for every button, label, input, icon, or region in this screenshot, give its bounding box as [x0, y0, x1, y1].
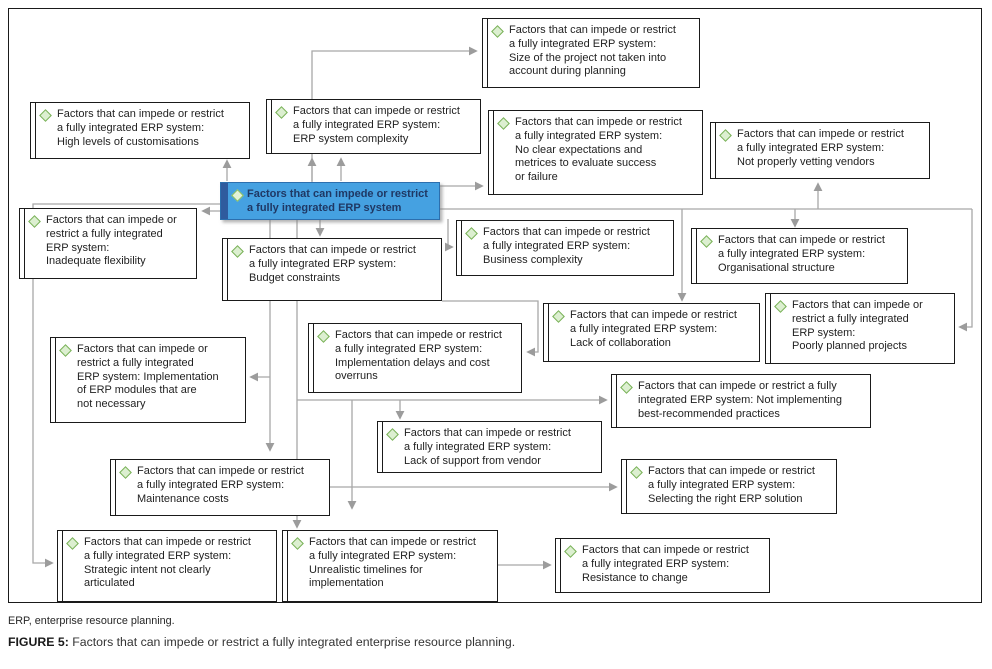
- green-diamond-icon: [231, 189, 244, 202]
- node-label: Factors that can impede or restrict a fu…: [718, 234, 885, 274]
- node-unnecessary-erp-modules: Factors that can impede or restrict a fu…: [50, 337, 246, 423]
- node-label: Factors that can impede or restrict a fu…: [509, 24, 676, 78]
- node-label: Factors that can impede or restrict a fu…: [404, 427, 571, 467]
- green-diamond-icon: [774, 299, 787, 313]
- node-implementation-delays: Factors that can impede or restrict a fu…: [308, 323, 522, 393]
- green-diamond-icon: [275, 105, 288, 119]
- green-diamond-icon: [28, 214, 41, 228]
- node-strategic-intent: Factors that can impede or restrict a fu…: [57, 530, 277, 602]
- node-organisational-structure: Factors that can impede or restrict a fu…: [691, 228, 908, 284]
- node-erp-system-complexity: Factors that can impede or restrict a fu…: [266, 99, 481, 154]
- green-diamond-icon: [700, 234, 713, 248]
- green-diamond-icon: [552, 309, 565, 323]
- node-inadequate-flexibility: Factors that can impede or restrict a fu…: [19, 208, 197, 279]
- node-label: Factors that can impede or restrict a fu…: [57, 108, 224, 148]
- node-not-vetting-vendors: Factors that can impede or restrict a fu…: [710, 122, 930, 179]
- node-label: Factors that can impede or restrict a fu…: [737, 128, 904, 168]
- node-label: Factors that can impede or restrict a fu…: [46, 214, 177, 268]
- node-lack-of-collaboration: Factors that can impede or restrict a fu…: [543, 303, 760, 362]
- node-maintenance-costs: Factors that can impede or restrict a fu…: [110, 459, 330, 516]
- figure-caption-text: Factors that can impede or restrict a fu…: [68, 635, 516, 649]
- node-label: Factors that can impede or restrict a fu…: [483, 226, 650, 266]
- node-label: Factors that can impede or restrict a fu…: [293, 105, 460, 145]
- green-diamond-icon: [39, 108, 52, 122]
- green-diamond-icon: [119, 465, 132, 479]
- green-diamond-icon: [59, 343, 72, 357]
- node-budget-constraints: Factors that can impede or restrict a fu…: [222, 238, 442, 301]
- green-diamond-icon: [497, 116, 510, 130]
- node-central-factors: Factors that can impede or restrict a fu…: [220, 182, 440, 220]
- node-poorly-planned-projects: Factors that can impede or restrict a fu…: [765, 293, 955, 364]
- node-high-customisations: Factors that can impede or restrict a fu…: [30, 102, 250, 159]
- node-selecting-right-erp: Factors that can impede or restrict a fu…: [621, 459, 837, 514]
- green-diamond-icon: [317, 329, 330, 343]
- green-diamond-icon: [291, 536, 304, 550]
- green-diamond-icon: [630, 465, 643, 479]
- connector: [32, 203, 220, 568]
- node-label: Factors that can impede or restrict a fu…: [247, 188, 428, 214]
- node-label: Factors that can impede or restrict a fu…: [137, 465, 304, 505]
- green-diamond-icon: [491, 24, 504, 38]
- node-label: Factors that can impede or restrict a fu…: [335, 329, 502, 383]
- green-diamond-icon: [564, 544, 577, 558]
- node-no-clear-expectations: Factors that can impede or restrict a fu…: [488, 110, 703, 195]
- connector: [958, 209, 973, 332]
- node-label: Factors that can impede or restrict a fu…: [638, 380, 842, 420]
- node-label: Factors that can impede or restrict a fu…: [84, 536, 251, 590]
- abbreviation-note: ERP, enterprise resource planning.: [8, 615, 175, 627]
- green-diamond-icon: [231, 244, 244, 258]
- node-label: Factors that can impede or restrict a fu…: [77, 343, 219, 411]
- green-diamond-icon: [719, 128, 732, 142]
- node-not-implementing-best-practices: Factors that can impede or restrict a fu…: [611, 374, 871, 428]
- node-label: Factors that can impede or restrict a fu…: [515, 116, 682, 184]
- green-diamond-icon: [465, 226, 478, 240]
- node-label: Factors that can impede or restrict a fu…: [309, 536, 476, 590]
- connector: [444, 219, 454, 252]
- node-resistance-to-change: Factors that can impede or restrict a fu…: [555, 538, 770, 593]
- node-business-complexity: Factors that can impede or restrict a fu…: [456, 220, 674, 276]
- figure-label: FIGURE 5:: [8, 635, 69, 649]
- green-diamond-icon: [386, 427, 399, 441]
- figure-caption: FIGURE 5: Factors that can impede or res…: [8, 635, 515, 649]
- node-lack-of-vendor-support: Factors that can impede or restrict a fu…: [377, 421, 602, 473]
- green-diamond-icon: [66, 536, 79, 550]
- diagram-border: [8, 8, 982, 603]
- connector: [442, 300, 539, 357]
- node-label: Factors that can impede or restrict a fu…: [249, 244, 416, 284]
- node-label: Factors that can impede or restrict a fu…: [570, 309, 737, 349]
- node-label: Factors that can impede or restrict a fu…: [648, 465, 815, 505]
- node-unrealistic-timelines: Factors that can impede or restrict a fu…: [282, 530, 498, 602]
- node-label: Factors that can impede or restrict a fu…: [792, 299, 923, 353]
- green-diamond-icon: [620, 380, 633, 394]
- node-size-of-project: Factors that can impede or restrict a fu…: [482, 18, 700, 88]
- node-label: Factors that can impede or restrict a fu…: [582, 544, 749, 584]
